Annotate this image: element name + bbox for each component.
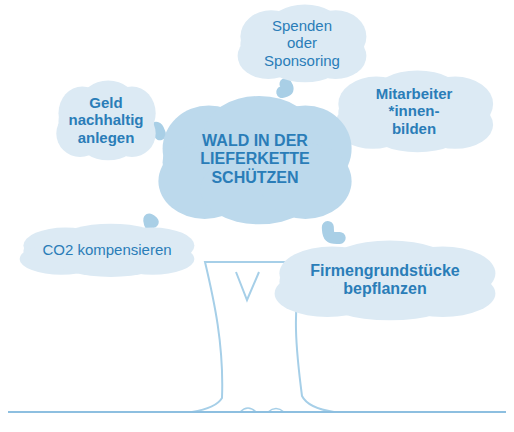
node-label: Spenden oder Sponsoring — [262, 17, 342, 69]
node-label: Geld nachhaltig anlegen — [66, 94, 146, 146]
tree-branch — [282, 84, 287, 92]
cloud-content: CO2 kompensieren — [12, 222, 202, 278]
cloud-node: Spenden oder Sponsoring — [232, 2, 372, 84]
cloud-node: Firmengrundstücke bepflanzen — [265, 238, 505, 322]
trunk-notch — [236, 272, 259, 300]
cloud-node: WALD IN DER LIEFERKETTE SCHÜTZEN — [150, 92, 360, 227]
node-label: Firmengrundstücke bepflanzen — [290, 262, 480, 299]
tree-branch — [149, 219, 153, 223]
cloud-content: Firmengrundstücke bepflanzen — [265, 238, 505, 322]
cloud-content: Geld nachhaltig anlegen — [52, 78, 160, 162]
cloud-node: Mitarbeiter *innen- bilden — [328, 68, 500, 154]
node-label: CO2 kompensieren — [22, 241, 192, 258]
cloud-node: Geld nachhaltig anlegen — [52, 78, 160, 162]
node-label: Mitarbeiter *innen- bilden — [368, 85, 460, 137]
cloud-node: CO2 kompensieren — [12, 222, 202, 278]
ground-line — [8, 411, 506, 413]
tree-branch — [328, 227, 340, 238]
cloud-content: WALD IN DER LIEFERKETTE SCHÜTZEN — [150, 92, 360, 227]
node-label: WALD IN DER LIEFERKETTE SCHÜTZEN — [185, 132, 325, 187]
cloud-content: Spenden oder Sponsoring — [232, 2, 372, 84]
cloud-content: Mitarbeiter *innen- bilden — [328, 68, 500, 154]
